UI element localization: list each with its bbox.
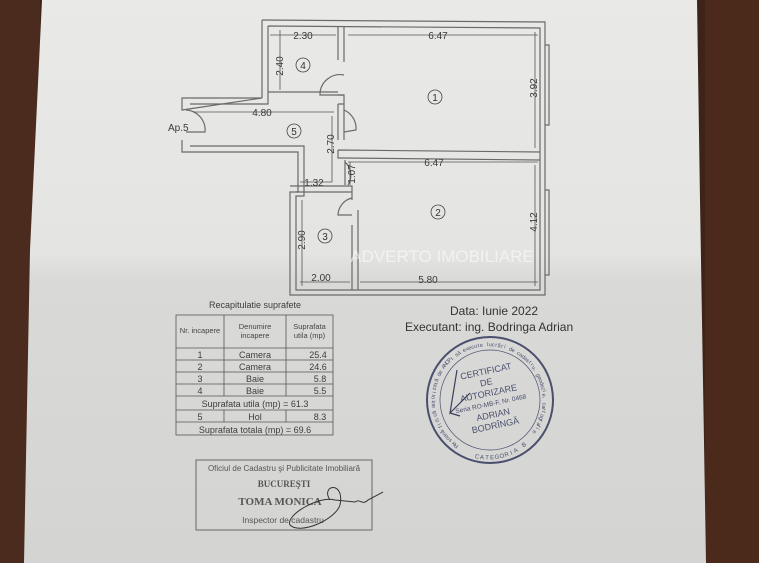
svg-text:5: 5 bbox=[197, 412, 202, 422]
office-stamp-line: TOMA MONICA bbox=[238, 496, 321, 508]
dim-room1-height: 3.92 bbox=[529, 78, 540, 98]
room-marker-1: 1 bbox=[427, 89, 443, 105]
office-stamp-line: Oficiul de Cadastru şi Publicitate Imobi… bbox=[208, 464, 361, 473]
header-name: Denumire incapere bbox=[238, 321, 272, 340]
table-row: 5 Hol 8.3 bbox=[197, 412, 326, 422]
table-row: 2 Camera 24.6 bbox=[197, 362, 326, 372]
entrance-label: Ap.5 bbox=[168, 123, 189, 134]
dim-room3-width: 2.00 bbox=[311, 273, 331, 284]
door-room3 bbox=[337, 197, 353, 216]
svg-text:Camera: Camera bbox=[239, 350, 271, 360]
stamp-line: DE bbox=[479, 376, 493, 388]
dim-room1-width: 6.47 bbox=[428, 31, 448, 42]
floor-plan: 2.30 6.47 2.40 3.92 4.80 2.70 6.47 1.07 … bbox=[168, 19, 550, 296]
dim-door-gap: 1.07 bbox=[347, 164, 358, 184]
stamp-ring-text: Persoană fizică autorizată de ANCPI să e… bbox=[420, 331, 555, 454]
handwritten-signature bbox=[289, 487, 384, 529]
svg-text:3: 3 bbox=[197, 374, 202, 384]
door-entrance bbox=[185, 109, 206, 133]
header-name-cell: Denumire incapere bbox=[238, 321, 272, 340]
table-row: 1 Camera 25.4 bbox=[197, 350, 326, 360]
svg-text:4: 4 bbox=[197, 386, 202, 396]
watermark: ADVERTO IMOBILIARE bbox=[350, 247, 534, 266]
svg-text:Camera: Camera bbox=[239, 362, 271, 372]
summary-table: Recapitulatie suprafete Nr. incapere Den… bbox=[175, 300, 334, 436]
svg-text:1: 1 bbox=[432, 93, 438, 104]
header-area: Suprafata utila (mp) bbox=[293, 321, 326, 340]
svg-text:24.6: 24.6 bbox=[309, 362, 327, 372]
dim-hall-width: 1.32 bbox=[304, 178, 324, 189]
svg-text:8.3: 8.3 bbox=[314, 412, 327, 422]
executant-text: Executant: ing. Bodringa Adrian bbox=[405, 320, 573, 334]
office-stamp: Oficiul de Cadastru şi Publicitate Imobi… bbox=[195, 459, 384, 531]
stamp-signature bbox=[449, 369, 471, 417]
header-area-cell: Suprafata utila (mp) bbox=[293, 321, 326, 340]
svg-text:4: 4 bbox=[300, 61, 306, 72]
table-row: 4 Baie 5.5 bbox=[197, 386, 326, 396]
table-row: 3 Baie 5.8 bbox=[197, 374, 326, 384]
svg-text:25.4: 25.4 bbox=[309, 350, 327, 360]
useful-total: Suprafata utila (mp) = 61.3 bbox=[202, 399, 309, 409]
svg-text:1: 1 bbox=[197, 350, 202, 360]
dim-hall-length: 4.80 bbox=[252, 108, 272, 119]
svg-text:5: 5 bbox=[291, 127, 297, 138]
door-room4 bbox=[319, 74, 345, 96]
room-marker-3: 3 bbox=[317, 228, 333, 244]
svg-text:Baie: Baie bbox=[246, 374, 264, 384]
header-nr-cell: Nr. incapere bbox=[179, 326, 221, 336]
dim-room3-height: 2.90 bbox=[297, 230, 308, 250]
office-stamp-line: Inspector de cadastru bbox=[242, 515, 324, 525]
table-title: Recapitulatie suprafete bbox=[209, 300, 301, 310]
svg-text:Hol: Hol bbox=[248, 412, 262, 422]
dim-room4-height: 2.40 bbox=[275, 56, 286, 76]
dim-room4-width: 2.30 bbox=[293, 31, 313, 42]
dim-hall-height: 2.70 bbox=[326, 134, 337, 154]
svg-text:5.8: 5.8 bbox=[314, 374, 327, 384]
date-text: Data: Iunie 2022 bbox=[450, 304, 538, 318]
paper-sheet bbox=[24, 0, 706, 563]
svg-text:5.5: 5.5 bbox=[314, 386, 327, 396]
svg-text:3: 3 bbox=[322, 232, 328, 243]
header-nr: Nr. incapere bbox=[179, 326, 221, 336]
dim-room2-width-top: 6.47 bbox=[424, 158, 444, 169]
svg-text:Baie: Baie bbox=[246, 386, 264, 396]
wood-table-right bbox=[705, 0, 759, 563]
room-marker-5: 5 bbox=[286, 123, 302, 139]
svg-text:2: 2 bbox=[435, 208, 441, 219]
room-marker-2: 2 bbox=[430, 204, 446, 220]
stamp-ring-bottom: CATEGORIA B bbox=[473, 441, 530, 465]
room-marker-4: 4 bbox=[295, 57, 311, 73]
dim-room2-width-bottom: 5.80 bbox=[418, 275, 438, 286]
grand-total: Suprafata totala (mp) = 69.6 bbox=[199, 425, 311, 435]
svg-text:2: 2 bbox=[197, 362, 202, 372]
office-stamp-line: BUCUREŞTI bbox=[258, 479, 311, 489]
door-room1 bbox=[343, 109, 357, 133]
door-room2 bbox=[344, 161, 352, 186]
dim-room2-height: 4.12 bbox=[529, 212, 540, 232]
